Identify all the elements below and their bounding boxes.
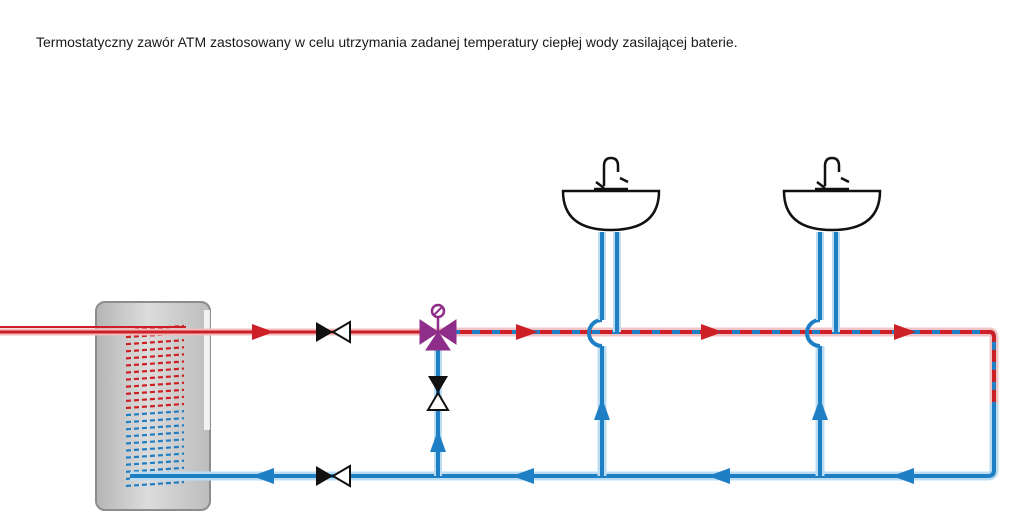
flow-arrow-icon [892,468,914,484]
coil-turn [125,346,185,353]
flow-arrow-icon [894,324,916,340]
flow-arrows [252,324,916,484]
coil-turn [125,431,185,438]
return-pipe [130,404,999,481]
check-valve-icon [426,376,450,411]
flow-arrow-icon [701,324,723,340]
flow-arrow-icon [708,468,730,484]
basin-2 [782,156,882,232]
mixing-valve-icon [419,303,457,351]
coil-turn [125,353,185,360]
flow-arrow-icon [252,324,274,340]
coil-turn [125,374,185,381]
coil-turn [125,409,185,417]
flow-arrow-icon [252,468,274,484]
diagram-caption: Termostatyczny zawór ATM zastosowany w c… [36,34,738,50]
basin-icon [782,189,882,232]
coil-turn [125,360,185,367]
flow-arrow-icon [430,430,446,452]
hot-supply-pipe [0,326,440,336]
coil-turn [125,459,185,466]
faucet-icon [815,156,850,191]
coil-turn [125,388,185,395]
coil-turn [125,402,185,410]
shutoff-valve-icon [316,464,351,488]
coil-turn [125,395,185,403]
flow-arrow-icon [516,324,538,340]
coil-turn [125,438,185,445]
coil-turn [125,466,185,473]
faucet-icon [594,156,629,191]
flow-arrow-icon [812,398,828,420]
flow-arrow-icon [512,468,534,484]
basin-riser-1 [587,232,621,476]
coil-turn [125,339,185,346]
coil-turn [125,367,185,374]
coil-turn [125,480,185,488]
shutoff-valve-icon [316,320,351,344]
coil-turn [125,445,185,452]
coil-turn [125,424,185,431]
coil-turn [125,452,185,459]
flow-arrow-icon [594,398,610,420]
basin-riser-2 [805,232,840,476]
coil-turn [125,417,185,424]
basin-1 [561,156,661,232]
basin-icon [561,189,661,232]
mixed-supply-pipe [440,327,999,404]
coil-turn [125,381,185,388]
